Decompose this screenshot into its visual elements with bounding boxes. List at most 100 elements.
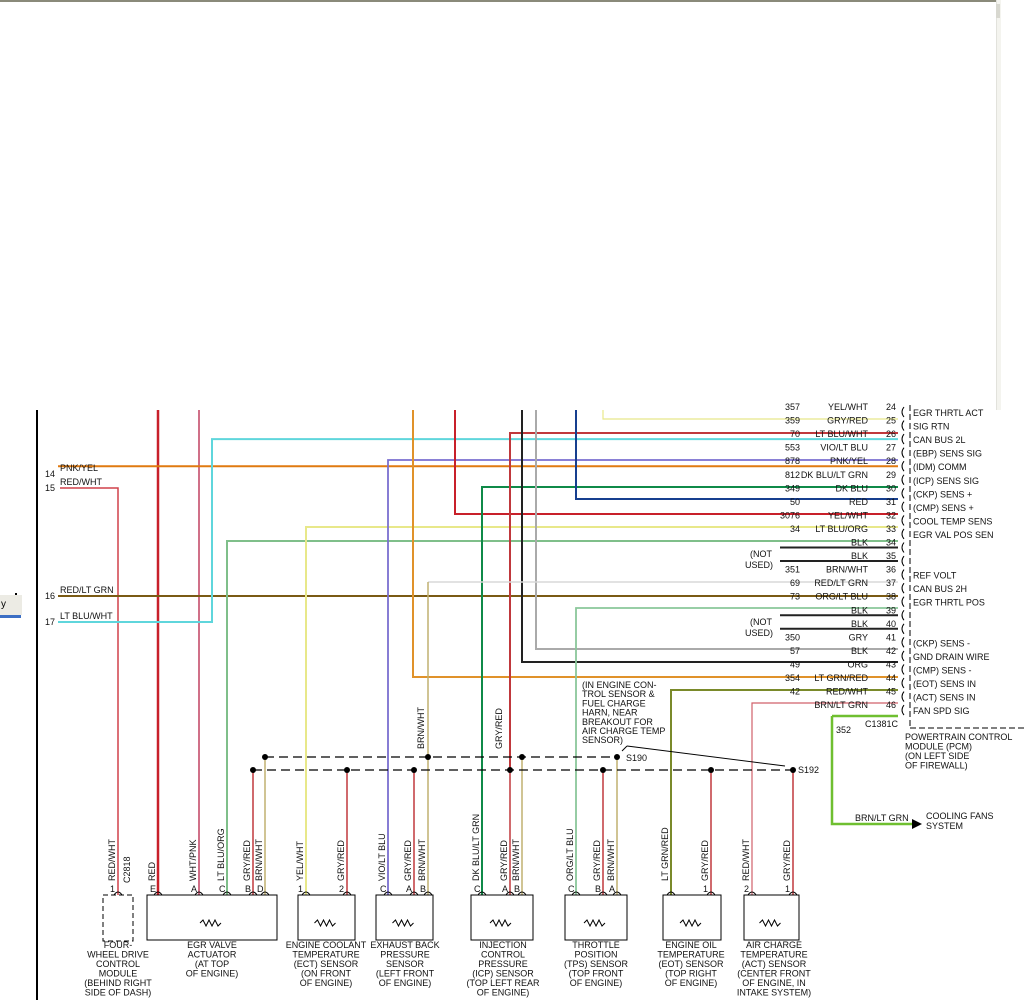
pcm-wire-color: DK BLU/LT GRN [801,470,868,480]
wire-fan-output [830,716,912,826]
splice-label-s190: S190 [626,753,647,763]
pcm-wire-color: GRY/RED [827,416,868,426]
connector-pin-icon [248,891,258,896]
left-pin-number: 15 [45,483,55,493]
pcm-pin-socket-icon [901,677,905,689]
splice-node [425,754,431,760]
left-pin-color: LT BLU/WHT [60,611,113,621]
pcm-circuit-number: 3076 [780,510,800,520]
connector-pin-icon [260,891,270,896]
side-tab[interactable]: y [0,595,22,615]
splice-label-s192: S192 [798,765,819,775]
pcm-circuit-number: 354 [785,673,800,683]
pcm-pin-function: EGR THRTL POS [913,598,985,608]
pcm-wire-color: BRN/LT GRN [814,700,868,710]
pcm-wire-color: BLK [851,538,868,548]
pcm-pin-number: 40 [886,619,896,629]
splice-node [344,767,350,773]
component-label-line: SIDE OF DASH) [85,988,152,998]
pcm-circuit-number: 357 [785,402,800,412]
pcm-pin-number: 41 [886,632,896,642]
component-label-line: POSITION [574,950,617,960]
component-pin-color: BRN/WHT [417,839,427,881]
component-label-line: OF ENGINE) [379,978,432,988]
component-label-line: (ECT) SENSOR [294,959,359,969]
component-label-line: (CENTER FRONT [737,969,811,979]
wires-layer [36,410,922,1000]
pcm-wire-color: LT GRN/RED [814,673,868,683]
component-pin-letter: B [595,884,601,894]
component-pin-letter: A [502,884,508,894]
component-pin-color: GRY/RED [782,840,792,881]
wire-lt-blu-wht-17 [58,438,898,623]
pcm-pin-socket-icon [901,487,905,499]
not-used-label: USED) [745,560,773,570]
component-box-tps [564,894,628,941]
component-pin-letter: 1 [785,884,790,894]
component-label-line: TEMPERATURE [740,950,807,960]
component-label-line: WHEEL DRIVE [87,950,149,960]
pcm-circuit-number: 34 [790,524,800,534]
component-label-line: INJECTION [479,940,527,950]
pcm-pin-socket-icon [901,433,905,445]
component-label-line: (ICP) SENSOR [472,969,534,979]
pcm-wire-color: RED/WHT [826,687,868,697]
component-label-line: CONTROL [96,959,140,969]
component-label-line: OF ENGINE) [665,978,718,988]
component-label-line: PRESSURE [478,959,528,969]
sensor-element-icon [759,918,781,928]
pcm-pin-function: GND DRAIN WIRE [913,652,990,662]
component-label-line: EGR VALVE [187,940,237,950]
component-label-line: OF ENGINE) [477,988,530,998]
component-pin-color: YEL/WHT [295,840,305,881]
splice-note-line: (IN ENGINE CON- [582,680,657,690]
connector-pin-icon [194,891,204,896]
pcm-label-line: POWERTRAIN CONTROL [905,732,1012,742]
splice-node [411,767,417,773]
riser-label-gry-red: GRY/RED [494,708,504,749]
component-label-line: OF ENGINE, IN [742,978,806,988]
component-label-line: (EOT) SENSOR [658,959,724,969]
pcm-wire-color: RED/LT GRN [814,578,868,588]
pcm-pin-number: 42 [886,646,896,656]
pcm-circuit-number: 50 [790,497,800,507]
pcm-pin-number: 38 [886,592,896,602]
pcm-wire-color: BRN/WHT [826,565,868,575]
side-marker-dot [15,593,17,595]
wire-lt-blu-org [226,540,898,895]
component-pin-color: LT GRN/RED [660,827,670,881]
pcm-pin-number: 26 [886,429,896,439]
component-label-line: (LEFT FRONT [376,969,435,979]
sensor-element-icon [679,918,702,928]
connector-pin-icon [383,891,393,896]
scrollbar-thumb[interactable] [996,4,1000,18]
pcm-pin-socket-icon [901,542,905,553]
component-pin-color: GRY/RED [242,840,252,881]
component-pin-letter: C [568,884,575,894]
left-pin-number: 16 [45,591,55,601]
sensor-element-icon [489,918,512,928]
component-pin-letter: D [257,884,264,894]
wire-red-wht-act [751,702,898,895]
splice-node [600,767,606,773]
pcm-pin-number: 39 [886,605,896,615]
component-label-line: MODULE [99,969,138,979]
left-pin-color: RED/WHT [60,477,102,487]
pcm-circuit-number: 57 [790,646,800,656]
pcm-pin-number: 30 [886,483,896,493]
component-label-line: FOUR- [104,940,133,950]
component-label-line: (ON FRONT [301,969,351,979]
pcm-pin-socket-icon [901,528,905,540]
sensor-element-icon [314,918,336,928]
splice-node [708,767,714,773]
pcm-pin-function: EGR THRTL ACT [913,408,984,418]
component-pin-letter: E [150,884,156,894]
component-label-line: (AT TOP [195,959,229,969]
pcm-pin-socket-icon [901,596,905,608]
splice-leader-line [626,745,786,767]
vertical-scrollbar[interactable] [996,0,1001,410]
riser-label-brn-wht: BRN/WHT [416,707,426,749]
pcm-pin-function: CAN BUS 2L [913,435,966,445]
component-label-line: CONTROL [481,950,525,960]
connector-pin-icon [113,891,123,896]
